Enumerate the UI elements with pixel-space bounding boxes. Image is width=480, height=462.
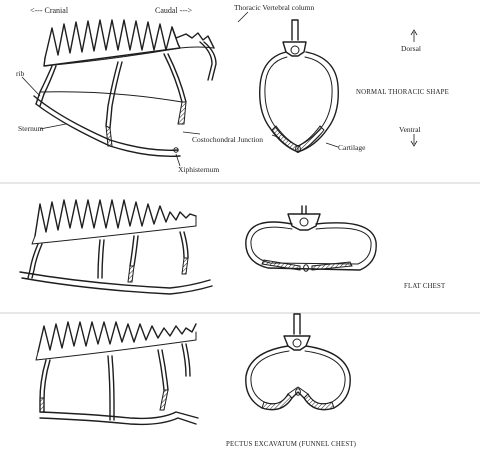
rib-cage-outline — [245, 345, 351, 411]
sternum — [33, 95, 181, 157]
costal-cartilage — [127, 265, 135, 283]
costal-cartilage — [261, 393, 293, 411]
normal-side-view — [21, 11, 249, 167]
costal-cartilage — [105, 125, 113, 147]
normal-cross-section — [259, 19, 339, 153]
sternum-leader — [39, 123, 67, 130]
costal-arch — [39, 91, 183, 103]
rib — [157, 349, 169, 391]
vertebral-column-leader — [237, 11, 249, 23]
vertebra — [283, 313, 311, 351]
vertebral-spines — [44, 19, 179, 59]
vertebra — [282, 19, 307, 57]
spinal-canal — [290, 45, 300, 55]
vertebral-spines-outline — [43, 26, 215, 67]
rib-label: rib — [16, 69, 25, 78]
costal-cartilage — [311, 261, 353, 271]
pectus-excavatum-label: PECTUS EXCAVATUM (FUNNEL CHEST) — [226, 441, 356, 448]
costal-cartilage — [261, 259, 301, 271]
xiphisternum-leader — [175, 153, 181, 167]
pectus-side-view — [35, 321, 199, 426]
dorsal-label: Dorsal — [401, 44, 421, 53]
ventral-label: Ventral — [399, 125, 421, 134]
junction-leader — [271, 134, 281, 139]
costal-cartilage — [303, 393, 335, 411]
dorsal-arrow-icon — [410, 29, 418, 42]
flat-chest-label: FLAT CHEST — [404, 283, 446, 290]
rib — [199, 41, 217, 81]
costochondral-junction-label: Costochondral Junction — [192, 135, 263, 144]
caudal-label: Caudal ---> — [155, 6, 193, 15]
rib-cage-outline — [245, 221, 377, 271]
costal-cartilage — [297, 125, 325, 153]
costal-cartilage — [177, 101, 187, 125]
rib — [27, 243, 43, 279]
rib-leader — [21, 76, 41, 97]
costal-cartilage — [39, 397, 45, 413]
pectus-cross-section — [245, 313, 351, 411]
sternebra — [295, 388, 301, 396]
rib — [163, 53, 187, 103]
vertebral-bodies — [43, 46, 215, 67]
rib-cage-inner — [250, 350, 346, 405]
sternum — [19, 271, 213, 295]
rib — [129, 235, 139, 267]
flat-chest-cross-section — [245, 205, 377, 272]
costal-cartilage — [271, 125, 299, 153]
ventral-arrow-icon — [410, 134, 418, 147]
flat-chest-side-view — [19, 199, 213, 295]
sternebra — [295, 145, 301, 153]
costal-cartilage — [159, 389, 169, 411]
sternebra — [303, 264, 309, 272]
rib-cage-inner — [250, 226, 372, 265]
cartilage-leader — [325, 142, 339, 148]
vertebral-column-label: Thoracic Vertebral column — [234, 3, 314, 12]
xiphisternum-label: Xiphisternum — [178, 165, 219, 174]
rib — [179, 231, 189, 259]
sternum-label: Sternum — [18, 124, 44, 133]
rib — [107, 355, 115, 421]
sternum — [39, 411, 199, 426]
rib — [97, 239, 105, 279]
vertebral-spines — [34, 199, 197, 237]
rib — [105, 61, 123, 129]
spinal-canal — [299, 217, 309, 227]
vertebra — [287, 205, 321, 231]
costochondral-leader — [182, 131, 201, 135]
vertebral-bodies — [35, 331, 197, 361]
normal-thoracic-shape-label: NORMAL THORACIC SHAPE — [356, 89, 449, 96]
rib — [181, 343, 191, 377]
costal-cartilage — [181, 257, 189, 275]
vertebral-bodies — [31, 215, 197, 245]
vertebral-spines — [37, 321, 197, 353]
cartilage-label: Cartilage — [338, 143, 366, 152]
cranial-label: <--- Cranial — [30, 6, 69, 15]
xiphisternum-marker — [173, 147, 179, 153]
spinal-canal — [292, 338, 302, 348]
